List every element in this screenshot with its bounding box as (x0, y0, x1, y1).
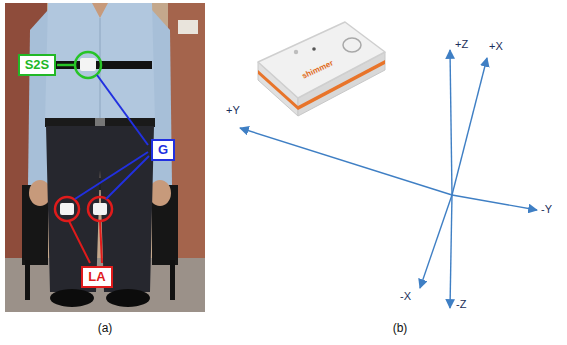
leader-lines-part (69, 221, 90, 263)
axis-label: -X (400, 290, 411, 303)
photo-part (92, 3, 108, 18)
axes-part (240, 128, 452, 195)
photo-part (93, 203, 107, 215)
photo-part (45, 3, 155, 122)
leader-lines-part (106, 156, 149, 199)
axis-label: +Z (455, 38, 468, 51)
photo-part (88, 197, 112, 221)
photo-part (95, 118, 105, 127)
leader-lines (57, 65, 149, 263)
sensor-device-part (312, 47, 316, 51)
photo (5, 3, 205, 312)
sensor-device (258, 22, 385, 116)
photo-part (50, 289, 94, 307)
sensor-label: LA (88, 269, 105, 285)
axis-label: +X (489, 40, 503, 53)
axes-part (450, 50, 452, 195)
axes-part (450, 195, 452, 308)
axes (240, 50, 537, 308)
axis-label: -Y (541, 203, 552, 216)
brand-name: shimmer (301, 59, 335, 81)
leader-lines-part (57, 64, 75, 67)
sensor-label-box: G (151, 139, 175, 161)
photo-part (80, 58, 96, 71)
axes-part (420, 195, 452, 288)
axis-label: -Z (456, 298, 466, 311)
photo-part (60, 203, 74, 215)
sensor-device-part (343, 38, 361, 52)
photo-part (45, 118, 155, 127)
leader-lines-part (97, 75, 148, 145)
photo-part (55, 197, 79, 221)
photo-part (5, 3, 205, 312)
photo-part (178, 20, 198, 34)
photo-part (25, 260, 30, 300)
sensor-device-part (258, 22, 385, 98)
photo-part (106, 289, 150, 307)
photo-part (5, 258, 205, 312)
axes-part (452, 195, 537, 210)
panel-caption: (a) (98, 322, 113, 336)
sensor-label: G (158, 142, 168, 158)
photo-part (46, 126, 154, 292)
photo-part (75, 52, 101, 78)
sensor-label-box: LA (81, 266, 112, 288)
panel-caption: (b) (393, 322, 408, 336)
sensor-label: S2S (25, 57, 50, 73)
sensor-label-box: S2S (18, 54, 57, 76)
sensor-device-part (294, 50, 298, 54)
photo-part (170, 260, 175, 300)
leader-lines-part (75, 152, 148, 199)
axes-part (452, 58, 487, 195)
axis-label: +Y (226, 104, 240, 117)
leader-lines-part (100, 221, 102, 263)
